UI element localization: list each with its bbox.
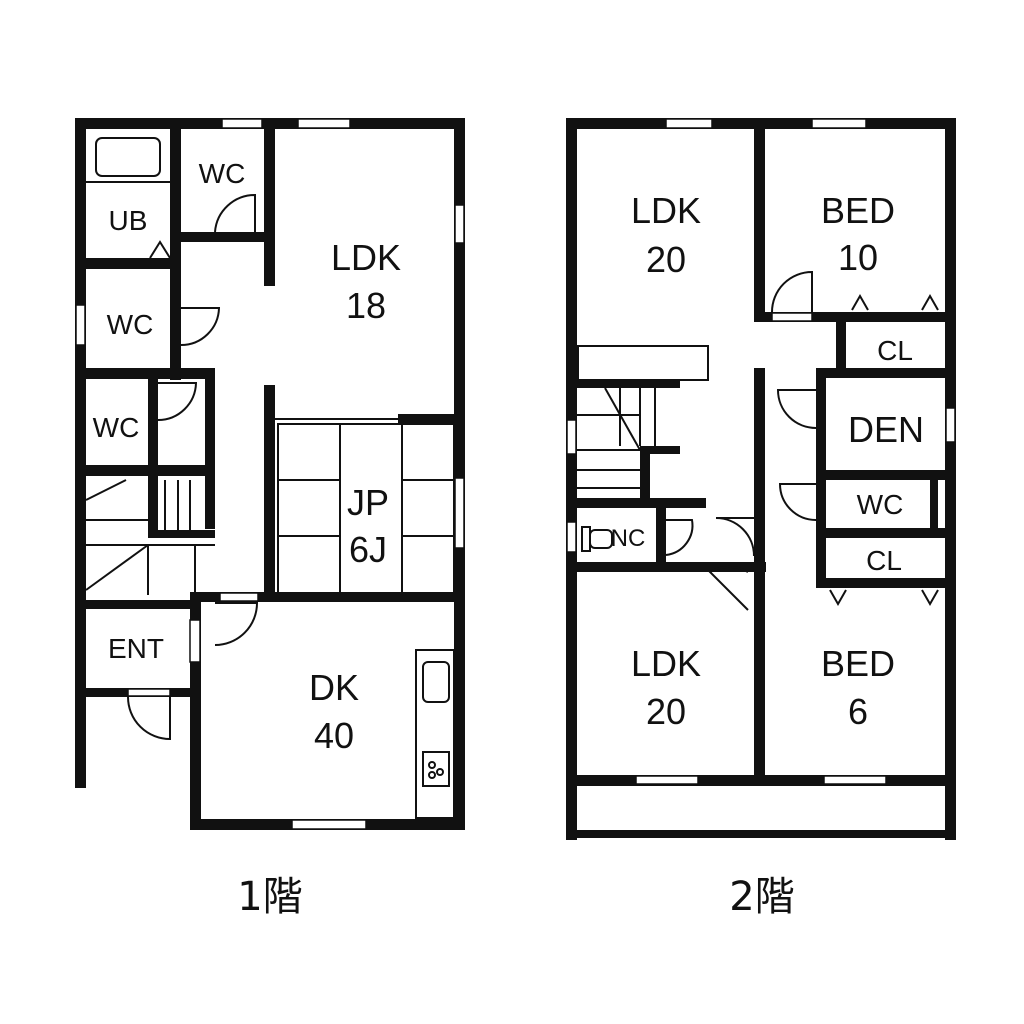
f2-wall <box>816 528 956 538</box>
f1-window <box>221 118 263 129</box>
f1-wall <box>264 385 275 595</box>
stairs-icon <box>577 387 656 489</box>
f2-wall <box>816 578 956 588</box>
sink-icon <box>422 661 450 703</box>
closet-door-icon <box>829 293 939 607</box>
toilet-icon <box>581 526 591 552</box>
f1-wall <box>75 368 215 379</box>
room-bed-size: 10 <box>838 237 878 278</box>
f2-window <box>823 775 887 785</box>
room-bed-name: BED <box>821 190 895 231</box>
f1-wall <box>75 465 215 476</box>
f1-door-gap <box>219 592 259 602</box>
f2-wall <box>656 498 666 568</box>
toilet-icon <box>589 529 613 549</box>
room-jp-name: JP <box>347 482 389 523</box>
door-swing-icon <box>665 270 817 611</box>
floor-2-title: 2階 <box>729 874 794 920</box>
room-wc-label: WC <box>93 412 140 443</box>
room-ldk-size: 18 <box>346 285 386 326</box>
room-bed-size: 6 <box>848 691 868 732</box>
f2-wall <box>566 562 766 572</box>
room-ldk-size: 20 <box>646 691 686 732</box>
f1-wall <box>148 379 158 469</box>
f2-wall <box>816 470 956 480</box>
f2-wall <box>754 118 765 318</box>
f1-wall-dk-left <box>190 595 201 830</box>
f2-wall <box>754 312 956 322</box>
f2-window <box>811 118 867 129</box>
f2-wall <box>754 368 765 778</box>
room-ldk-size: 20 <box>646 239 686 280</box>
f1-wall <box>205 379 215 529</box>
f2-wall <box>566 380 680 388</box>
f1-wall <box>398 414 465 424</box>
f2-wall <box>566 498 706 508</box>
f1-wall-right <box>454 118 465 830</box>
f2-wall <box>566 775 956 785</box>
floor-1-title: 1階 <box>237 874 302 920</box>
f1-wall <box>190 592 465 602</box>
f1-wall <box>148 476 158 536</box>
floor-1-plan: UB WC WC WC LDK 18 JP 6J ENT DK 40 <box>75 118 465 830</box>
f1-wall <box>264 118 275 286</box>
f2-wall <box>836 312 846 372</box>
f2-wall-bottom <box>566 830 956 838</box>
f2-window <box>566 419 577 455</box>
f2-window <box>665 118 713 129</box>
f2-wall-left <box>566 118 577 840</box>
f2-counter <box>577 345 709 381</box>
room-ldk-name: LDK <box>631 643 701 684</box>
f2-window <box>635 775 699 785</box>
floor-2-plan: LDK 20 BED 10 CL DEN WC CL NC LDK 20 BED… <box>566 118 956 840</box>
f1-window <box>291 819 367 830</box>
room-dk-name: DK <box>309 667 359 708</box>
room-wc-label: WC <box>857 489 904 520</box>
f2-wall <box>816 368 956 378</box>
f2-wall <box>640 446 680 454</box>
f1-door-gap <box>127 688 171 697</box>
room-dk-size: 40 <box>314 715 354 756</box>
f1-wall-left <box>75 118 86 788</box>
room-ent-label: ENT <box>108 633 164 664</box>
room-cl-label: CL <box>877 335 913 366</box>
room-ldk-name: LDK <box>331 237 401 278</box>
f2-door-gap <box>771 312 813 322</box>
kitchen-counter <box>415 649 455 819</box>
f1-wall <box>181 232 275 242</box>
f2-window <box>566 521 577 553</box>
room-wc-label: WC <box>199 158 246 189</box>
room-wc-label: WC <box>107 309 154 340</box>
f1-window <box>189 619 201 663</box>
room-jp-size: 6J <box>349 529 387 570</box>
f1-wall <box>75 600 201 609</box>
room-bed-name: BED <box>821 643 895 684</box>
room-cl-label: CL <box>866 545 902 576</box>
balcony <box>571 784 951 836</box>
room-ldk-name: LDK <box>631 190 701 231</box>
room-ub-label: UB <box>109 205 148 236</box>
f1-window <box>454 477 465 549</box>
stove-icon <box>422 751 450 787</box>
f1-wall <box>170 118 181 380</box>
room-nc-label: NC <box>611 525 646 552</box>
f2-wall <box>640 446 650 506</box>
bathtub-icon <box>95 137 161 177</box>
room-den-label: DEN <box>848 409 924 450</box>
f2-wall <box>930 480 938 528</box>
f1-wall <box>148 530 215 538</box>
stairs-icon <box>85 479 215 595</box>
f1-window <box>75 304 86 346</box>
door-swing-icon <box>127 193 259 741</box>
f1-wall <box>75 258 181 269</box>
f1-window <box>454 204 465 244</box>
f2-window <box>945 407 956 443</box>
f1-window <box>297 118 351 129</box>
